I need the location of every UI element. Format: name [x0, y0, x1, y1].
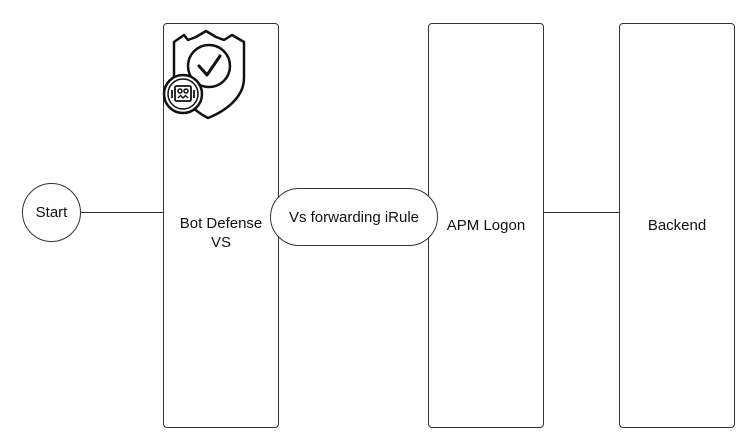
irule-node: Vs forwarding iRule: [270, 188, 438, 246]
start-node: Start: [22, 183, 81, 242]
bot-defense-label: Bot Defense VS: [179, 215, 263, 251]
bot-badge-icon: [162, 73, 204, 115]
apm-logon-box: APM Logon: [428, 23, 544, 428]
connector-start-to-bot-defense: [81, 212, 163, 213]
connector-apm-to-backend: [544, 212, 619, 213]
start-label: Start: [35, 204, 68, 221]
backend-label: Backend: [647, 217, 707, 234]
irule-label: Vs forwarding iRule: [288, 208, 420, 226]
apm-logon-label: APM Logon: [446, 217, 526, 234]
bot-defense-icon-group: [162, 28, 252, 120]
shield-check-icon: [162, 29, 246, 120]
backend-box: Backend: [619, 23, 735, 428]
